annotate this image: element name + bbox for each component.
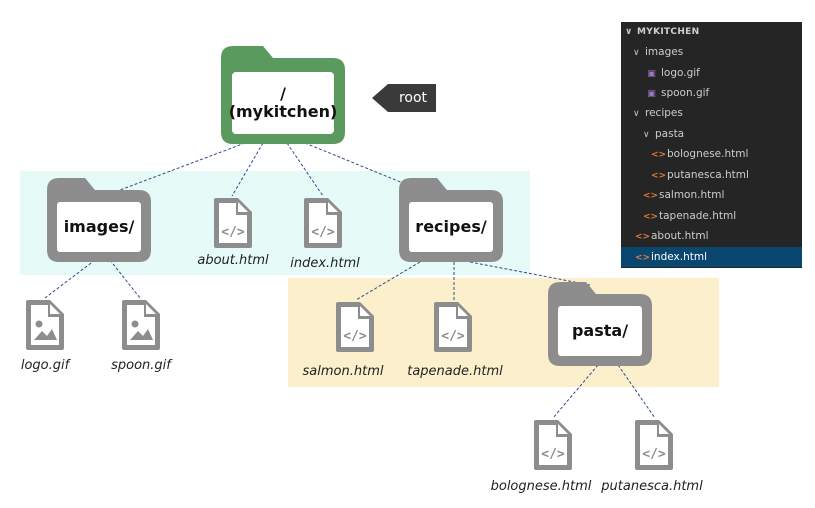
tapenade-html-file-icon: </> [434,302,472,352]
explorer-item-label: index.html [651,251,707,263]
explorer-item-images[interactable]: ∨ images [621,42,802,62]
image-file-icon: ▣ [647,69,656,79]
explorer-header[interactable]: ∨ MYKITCHEN [621,22,802,42]
explorer-item-pasta[interactable]: ∨ pasta [621,124,802,144]
about-html-label: about.html [197,253,269,268]
connector-root-images [119,142,246,191]
svg-text:</>: </> [311,225,335,240]
explorer-item-label: tapenade.html [659,210,737,222]
connector-root-about [231,142,264,197]
explorer-item-label: about.html [651,230,709,242]
connector-lines [44,142,656,419]
explorer-item-tapenade-html[interactable]: <>tapenade.html [621,206,802,226]
chevron-down-icon: ∨ [633,48,640,58]
pasta-folder-icon [548,282,652,366]
connector-pasta-putanesca [617,364,656,419]
explorer-item-putanesca-html[interactable]: <>putanesca.html [621,165,802,185]
code-brackets-icon: <> [651,150,667,160]
putanesca-html-file-icon: </> [635,420,673,470]
logo-gif-label: logo.gif [20,358,70,373]
image-file-icon: ▣ [647,89,656,99]
spoon-gif-label: spoon.gif [111,358,171,373]
root-tag-shape [372,84,436,112]
images-folder-label: images/ [63,217,135,236]
explorer-item-label: logo.gif [661,67,700,79]
explorer-item-label: spoon.gif [661,87,710,99]
explorer-item-label: bolognese.html [667,148,749,160]
svg-text:</>: </> [642,447,666,462]
bolognese-html-file-icon: </> [534,420,572,470]
code-brackets-icon: <> [643,212,659,222]
spoon-gif-image-file-icon [122,300,160,350]
file-explorer-panel: ∨MYKITCHEN ∨images ▣logo.gif ▣spoon.gif … [621,22,802,268]
connector-images-spoon [109,259,141,299]
svg-text:</>: </> [221,225,245,240]
root-folder-icon [221,46,345,144]
index-html-label: index.html [290,256,360,271]
root-folder-name: / [280,84,286,103]
salmon-html-file-icon: </> [336,302,374,352]
connector-recipes-salmon [355,261,421,301]
explorer-header-label: MYKITCHEN [637,27,700,37]
explorer-item-label: pasta [655,128,685,140]
root-folder-subname: (mykitchen) [228,102,338,121]
connector-root-index [286,142,324,197]
bolognese-html-label: bolognese.html [490,479,592,494]
logo-gif-image-file-icon [26,300,64,350]
images-folder-icon [47,178,151,262]
index-html-file-icon: </> [304,198,342,248]
explorer-item-bolognese-html[interactable]: <>bolognese.html [621,144,802,164]
putanesca-html-label: putanesca.html [601,479,703,494]
explorer-item-label: putanesca.html [667,169,749,181]
explorer-item-label: salmon.html [659,189,725,201]
chevron-down-icon: ∨ [633,109,640,119]
code-brackets-icon: <> [635,253,651,263]
explorer-item-about-html[interactable]: <>about.html [621,226,802,246]
root-tag: root [372,84,436,112]
explorer-item-label: images [645,46,684,58]
root-folder-label: / (mykitchen) [229,74,338,132]
explorer-item-index-html[interactable]: <>index.html [621,247,802,267]
svg-text:</>: </> [541,447,565,462]
code-brackets-icon: <> [635,232,651,242]
pasta-folder-label: pasta/ [571,321,629,340]
salmon-html-label: salmon.html [302,364,384,379]
chevron-down-icon: ∨ [643,130,650,140]
connector-images-logo [44,259,96,299]
explorer-item-logo-gif[interactable]: ▣ logo.gif [621,63,802,83]
code-brackets-icon: <> [651,171,667,181]
root-tag-label: root [398,90,428,106]
about-html-file-icon: </> [214,198,252,248]
svg-text:</>: </> [441,329,465,344]
svg-text:</>: </> [343,329,367,344]
explorer-item-recipes[interactable]: ∨ recipes [621,103,802,123]
chevron-down-icon: ∨ [625,27,633,37]
connector-recipes-pasta [469,261,591,286]
tapenade-html-label: tapenade.html [407,364,503,379]
explorer-item-salmon-html[interactable]: <>salmon.html [621,185,802,205]
code-brackets-icon: <> [643,191,659,201]
explorer-item-label: recipes [645,107,683,119]
recipes-folder-icon [399,178,503,262]
connector-root-recipes [304,142,421,191]
recipes-folder-label: recipes/ [415,217,487,236]
explorer-item-spoon-gif[interactable]: ▣ spoon.gif [621,83,802,103]
connector-pasta-bolognese [552,364,599,419]
